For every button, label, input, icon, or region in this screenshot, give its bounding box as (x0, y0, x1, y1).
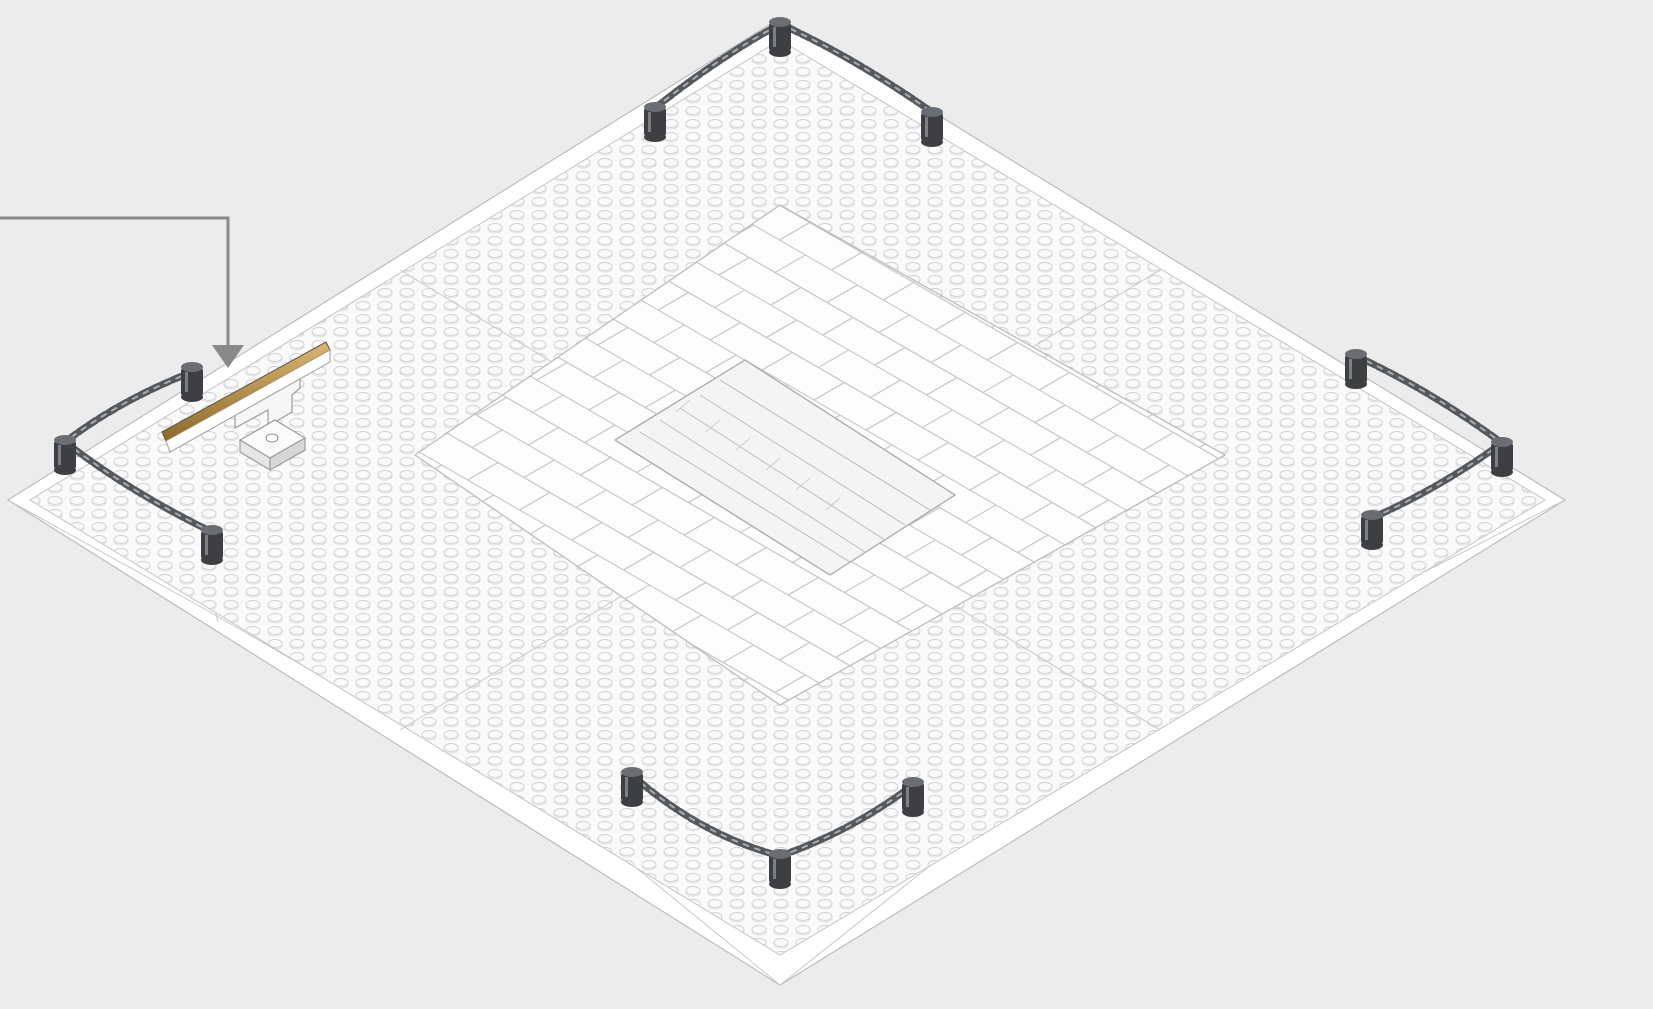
bollard-icon (769, 849, 791, 889)
bollard-icon (1361, 510, 1383, 550)
bollard-icon (902, 777, 924, 817)
bollard-icon (54, 435, 76, 475)
bollard-icon (201, 525, 223, 565)
bollard-icon (769, 17, 791, 57)
callout-arrow (0, 218, 244, 368)
bollard-icon (1491, 437, 1513, 477)
bollard-icon (1345, 349, 1367, 389)
bollard-icon (644, 102, 666, 142)
bollard-icon (921, 107, 943, 147)
bollard-icon (621, 767, 643, 807)
bollard-icon (181, 362, 203, 402)
